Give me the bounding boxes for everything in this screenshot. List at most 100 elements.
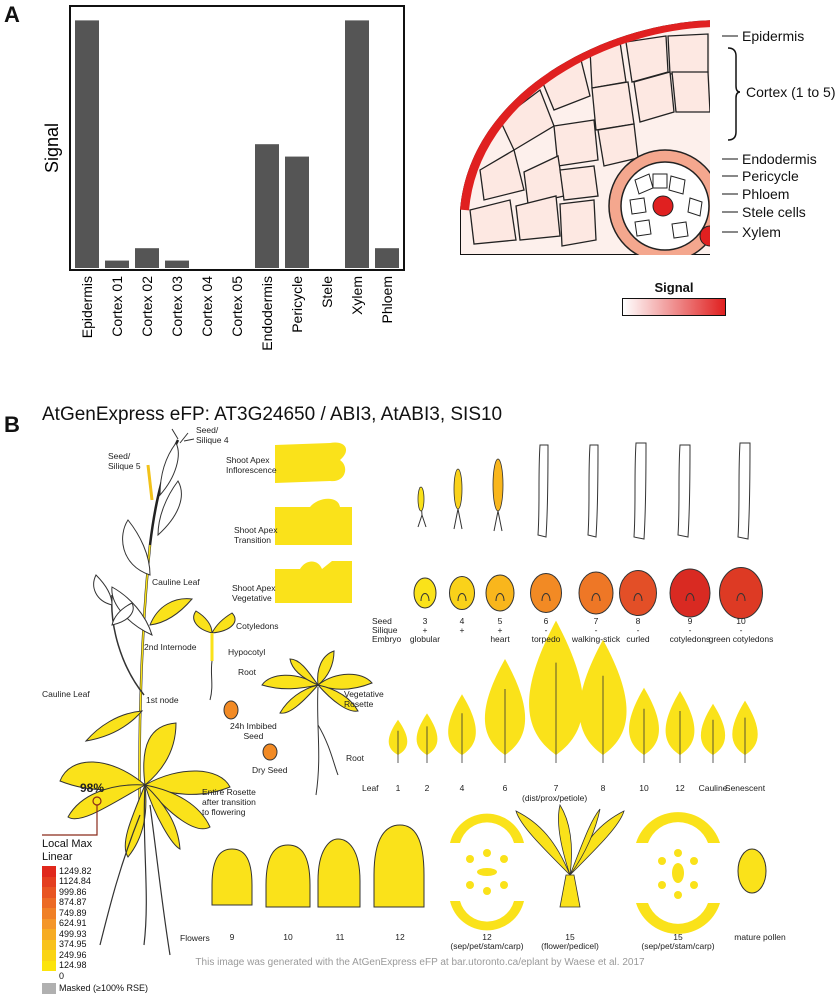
legend-row: 499.93: [42, 929, 148, 940]
bar-cortex-01: [105, 260, 129, 268]
legend-value: 999.86: [59, 886, 87, 897]
legend-masked: Masked (≥100% RSE): [42, 983, 148, 995]
x-tick-cortex-05: Cortex 05: [229, 276, 245, 337]
efp-title: AtGenExpress eFP: AT3G24650 / ABI3, AtAB…: [42, 404, 503, 425]
signal-gradient-bar: [622, 298, 726, 316]
seed-label-6: 6-torpedo: [531, 616, 561, 644]
leaf-label-12: 12: [675, 783, 685, 793]
flower-15-pedicel: [515, 803, 625, 908]
flower-label-7: mature pollen: [734, 932, 786, 942]
label-2nd-internode: 2nd Internode: [144, 642, 197, 652]
mature-pollen: [737, 848, 767, 894]
y-axis-label: Signal: [42, 123, 62, 173]
legend-row: 749.89: [42, 908, 148, 919]
legend-value: 124.98: [59, 960, 87, 971]
bar-endodermis: [255, 144, 279, 268]
label-pericycle: Pericycle: [742, 168, 799, 184]
shoot-apex-vegetative: [275, 561, 352, 603]
legend-value: 874.87: [59, 897, 87, 908]
x-tick-xylem: Xylem: [349, 276, 365, 315]
legend-swatch: [42, 960, 56, 971]
x-tick-cortex-04: Cortex 04: [199, 276, 215, 337]
legend-title-1: Local Max: [42, 838, 93, 850]
x-tick-cortex-01: Cortex 01: [109, 276, 125, 337]
legend-value: 1124.84: [59, 876, 91, 887]
leaf-label-cauline: Cauline: [698, 783, 728, 793]
vegetative-rosette: [261, 650, 373, 714]
legend-value: 1249.82: [59, 865, 92, 876]
label-cortex: Cortex (1 to 5): [746, 84, 836, 100]
x-tick-cortex-02: Cortex 02: [139, 276, 155, 337]
legend-row: 0: [42, 971, 148, 982]
leaf-label-senescent: Senescent: [724, 783, 766, 793]
legend-row: 1249.82: [42, 866, 148, 877]
legend-swatch: [42, 939, 56, 950]
legend-value: 749.89: [59, 907, 87, 918]
signal-legend-title: Signal: [654, 280, 694, 295]
root-tissue: [460, 20, 710, 255]
x-tick-stele: Stele: [319, 276, 335, 308]
leaf-row-label: Leaf: [362, 783, 379, 793]
label-epidermis: Epidermis: [742, 28, 805, 44]
bar-phloem: [375, 248, 399, 268]
flower-label-6: 15(sep/pet/stam/carp): [641, 932, 715, 951]
label-root-rosette: Root: [346, 753, 364, 763]
label-endodermis: Endodermis: [742, 151, 817, 167]
leaf-label-7: 7: [553, 783, 559, 793]
flower-label-1: 10: [283, 932, 293, 942]
leaf-label-6: 6: [502, 783, 508, 793]
legend-value: 499.93: [59, 928, 87, 939]
label-silique4: Seed/Silique 4: [196, 425, 229, 445]
leaf-label-2: 2: [424, 783, 430, 793]
seed-label-4: 4+: [459, 616, 465, 635]
leaf-label-4: 4: [459, 783, 465, 793]
cauline-leaf-upper: [149, 598, 193, 626]
legend-swatch: [42, 876, 56, 887]
flower-buds: [211, 824, 425, 908]
x-tick-pericycle: Pericycle: [289, 276, 305, 333]
seed-label-7: 7-walking-stick: [571, 616, 621, 644]
legend-row: 249.96: [42, 950, 148, 961]
legend-swatch: [42, 897, 56, 908]
seed-label-8: 8-curled: [626, 616, 650, 644]
panel-b-letter: B: [4, 412, 20, 437]
root-label-column: Epidermis Cortex (1 to 5) Endodermis Per…: [720, 26, 840, 256]
legend-swatch: [42, 908, 56, 919]
legend-value: 0: [59, 970, 65, 981]
legend-row: 374.95: [42, 939, 148, 950]
xylem-cell-2: [699, 225, 710, 247]
leaf-sub-label: (dist/prox/petiole): [522, 793, 588, 803]
flower-diagram-12: [450, 813, 524, 931]
label-cauline-top: Cauline Leaf: [152, 577, 200, 587]
label-percent: 98%: [80, 781, 105, 795]
x-tick-phloem: Phloem: [379, 276, 395, 323]
root-cross-section: [460, 20, 710, 255]
legend-row: 999.86: [42, 887, 148, 898]
efp-labels: Seed/Silique 5 Seed/Silique 4 Cauline Le…: [0, 425, 840, 1000]
legend-title-2: Linear: [42, 851, 73, 863]
legend-swatch: [42, 887, 56, 898]
seedling: [193, 610, 236, 634]
seed-label-9: 9-cotyledons: [669, 616, 711, 644]
label-cauline-left: Cauline Leaf: [42, 689, 90, 699]
flower-label-4: 12(sep/pet/stam/carp): [450, 932, 524, 951]
leaf-label-10: 10: [639, 783, 649, 793]
x-tick-endodermis: Endodermis: [259, 276, 275, 351]
label-silique5: Seed/Silique 5: [108, 451, 141, 471]
flower-diagram-15: [636, 812, 720, 934]
label-phloem: Phloem: [742, 186, 790, 202]
legend-value: 249.96: [59, 949, 87, 960]
bar-epidermis: [75, 20, 99, 269]
silique-4: [171, 428, 195, 444]
label-root-seedling: Root: [238, 667, 256, 677]
x-tick-epidermis: Epidermis: [79, 276, 95, 338]
legend-row: 874.87: [42, 897, 148, 908]
legend-row: 624.91: [42, 918, 148, 929]
legend-row: 1124.84: [42, 876, 148, 887]
